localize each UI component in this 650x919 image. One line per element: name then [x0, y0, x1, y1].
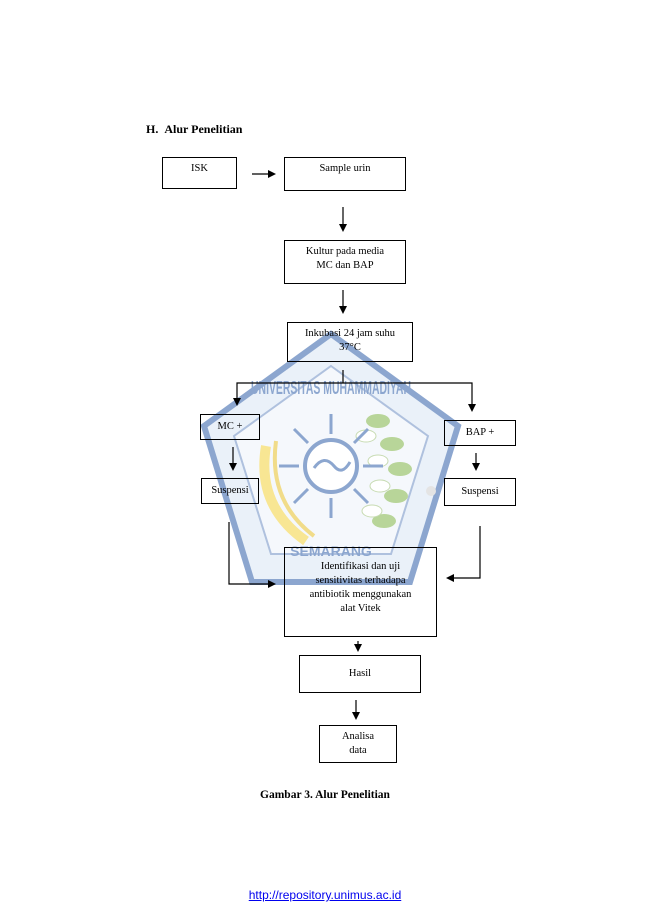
node-sample-urin-label: Sample urin — [319, 163, 371, 174]
node-mc-plus-label: MC + — [217, 421, 243, 432]
node-inkubasi: Inkubasi 24 jam suhu 37°C — [287, 322, 413, 362]
node-suspensi-right: Suspensi — [444, 478, 516, 506]
node-analisa-label: Analisa data — [341, 731, 375, 756]
seal-text-top: UNIVERSITAS MUHAMMADIYAH — [251, 378, 411, 398]
section-title: Alur Penelitian — [164, 122, 243, 136]
node-sample-urin: Sample urin — [284, 157, 406, 191]
node-hasil-label: Hasil — [348, 668, 372, 679]
node-identifikasi-label: Identifikasi dan uji sensitivitas terhad… — [309, 561, 412, 614]
section-heading: H. Alur Penelitian — [146, 122, 242, 137]
node-hasil: Hasil — [299, 655, 421, 693]
node-isk-label: ISK — [191, 163, 208, 174]
node-suspensi-left: Suspensi — [201, 478, 259, 504]
figure-caption: Gambar 3. Alur Penelitian — [260, 789, 390, 801]
node-analisa: Analisa data — [319, 725, 397, 763]
node-suspensi-right-label: Suspensi — [461, 486, 499, 497]
node-inkubasi-label: Inkubasi 24 jam suhu 37°C — [304, 328, 396, 353]
node-suspensi-left-label: Suspensi — [211, 485, 249, 496]
node-isk: ISK — [162, 157, 237, 189]
node-identifikasi: Identifikasi dan uji sensitivitas terhad… — [284, 547, 437, 637]
node-mc-plus: MC + — [200, 414, 260, 440]
node-bap-plus: BAP + — [444, 420, 516, 446]
node-kultur-label: Kultur pada media MC dan BAP — [305, 246, 385, 271]
node-kultur: Kultur pada media MC dan BAP — [284, 240, 406, 284]
node-bap-plus-label: BAP + — [465, 427, 495, 438]
repository-link[interactable]: http://repository.unimus.ac.id — [248, 888, 402, 902]
section-number: H. — [146, 122, 159, 136]
